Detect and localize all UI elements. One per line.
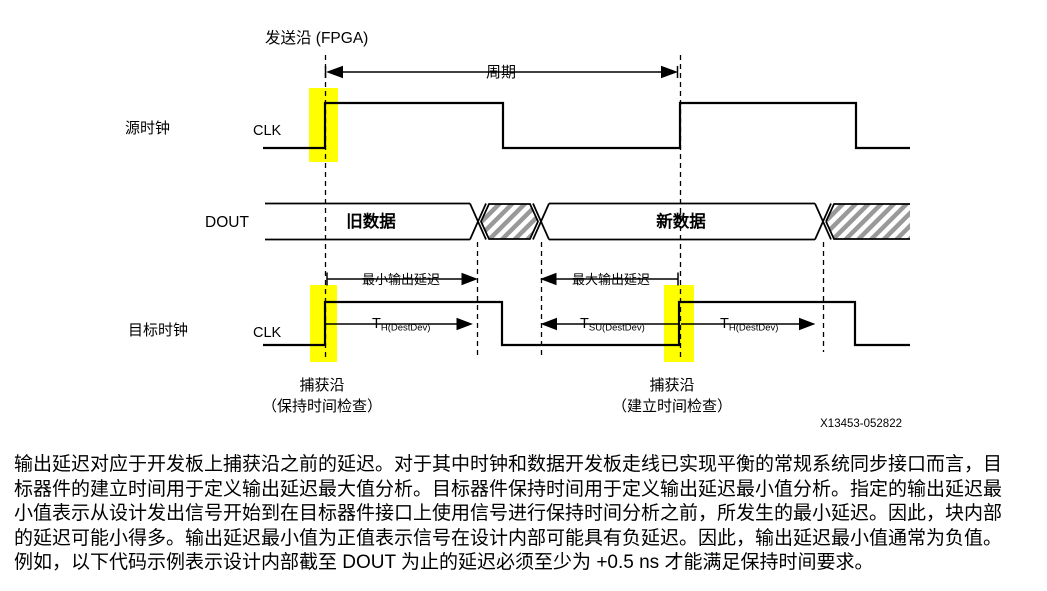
max-output-delay-arrow [540, 272, 679, 286]
source-clk-label: CLK [253, 123, 282, 139]
paragraph-line: 小值表示从设计发出信号开始到在目标器件接口上使用信号进行保持时间分析之前，所发生… [14, 503, 1003, 524]
t-setup-sub: SU(DestDev) [589, 323, 645, 334]
t-hold-main: T [720, 316, 729, 332]
figure-id: X13453-052822 [820, 418, 902, 430]
target-clock-row-label: 目标时钟 [128, 322, 188, 339]
arrowhead-right-icon [799, 317, 816, 331]
min-output-delay-arrow [326, 272, 478, 286]
hatch-region-2-border [825, 203, 910, 240]
t-hold-sub: H(DestDev) [729, 323, 779, 334]
arrowhead-left-icon [326, 65, 343, 79]
t-hold-arrow-1 [326, 317, 473, 331]
arrowhead-right-icon [661, 65, 678, 79]
paragraph-line: 的延迟可能小得多。输出延迟最小值为正值表示信号在设计内部可能具有负延迟。因此，输… [14, 527, 1003, 549]
source-clock-row-label: 源时钟 [125, 120, 170, 137]
data-bus [265, 202, 832, 241]
old-data-label: 旧数据 [346, 211, 396, 231]
capture-edge-hold-label-line2: （保持时间检查） [262, 398, 382, 415]
source-clock-waveform [263, 101, 910, 150]
capture-edge-setup-label-line2: （建立时间检查） [612, 398, 732, 415]
max-output-delay-label: 最大输出延迟 [572, 272, 650, 287]
period-arrow [324, 65, 679, 79]
hatch-region-2 [826, 204, 910, 239]
dout-label: DOUT [205, 214, 249, 231]
target-clock-waveform [263, 300, 910, 347]
dashed-guides [324, 55, 825, 360]
timing-diagram: 发送沿 (FPGA) 周期 源时钟 CLK DOUT 旧数据 新数据 最小输出延… [125, 29, 910, 430]
arrowhead-left-icon [540, 317, 557, 331]
send-edge-label: 发送沿 (FPGA) [265, 29, 368, 47]
hatch-region-1 [480, 203, 539, 240]
t-setup-main: T [580, 316, 589, 332]
arrowhead-right-icon [461, 272, 478, 286]
capture-edge-setup-label-line1: 捕获沿 [649, 377, 694, 394]
arrowhead-right-icon [456, 317, 473, 331]
t-hold-main: T [372, 316, 381, 332]
t-setup-arrow [540, 317, 679, 331]
t-hold-sub: H(DestDev) [381, 323, 431, 334]
new-data-label: 新数据 [656, 211, 706, 231]
description-paragraph: 输出延迟对应于开发板上捕获沿之前的延迟。对于其中时钟和数据开发板走线已实现平衡的… [14, 453, 1038, 576]
paragraph-line: 标器件的建立时间用于定义输出延迟最大值分析。目标器件保持时间用于定义输出延迟最小… [14, 478, 1003, 500]
paragraph-line: 例如，以下代码示例表示设计内部截至 DOUT 为止的延迟必须至少为 +0.5 n… [14, 552, 874, 573]
t-setup-label: TSU(DestDev) [580, 316, 645, 334]
period-label: 周期 [486, 64, 516, 81]
capture-edge-hold-label-line1: 捕获沿 [299, 377, 344, 394]
paragraph-line: 输出延迟对应于开发板上捕获沿之前的延迟。对于其中时钟和数据开发板走线已实现平衡的… [14, 454, 1003, 475]
t-hold-label-2: TH(DestDev) [720, 316, 778, 334]
target-clk-label: CLK [253, 325, 282, 341]
arrowhead-left-icon [540, 272, 557, 286]
clock-edge-highlight-launch [309, 88, 338, 162]
t-hold-arrow-2 [681, 317, 816, 331]
t-hold-label-1: TH(DestDev) [372, 316, 430, 334]
min-output-delay-label: 最小输出延迟 [362, 272, 440, 287]
